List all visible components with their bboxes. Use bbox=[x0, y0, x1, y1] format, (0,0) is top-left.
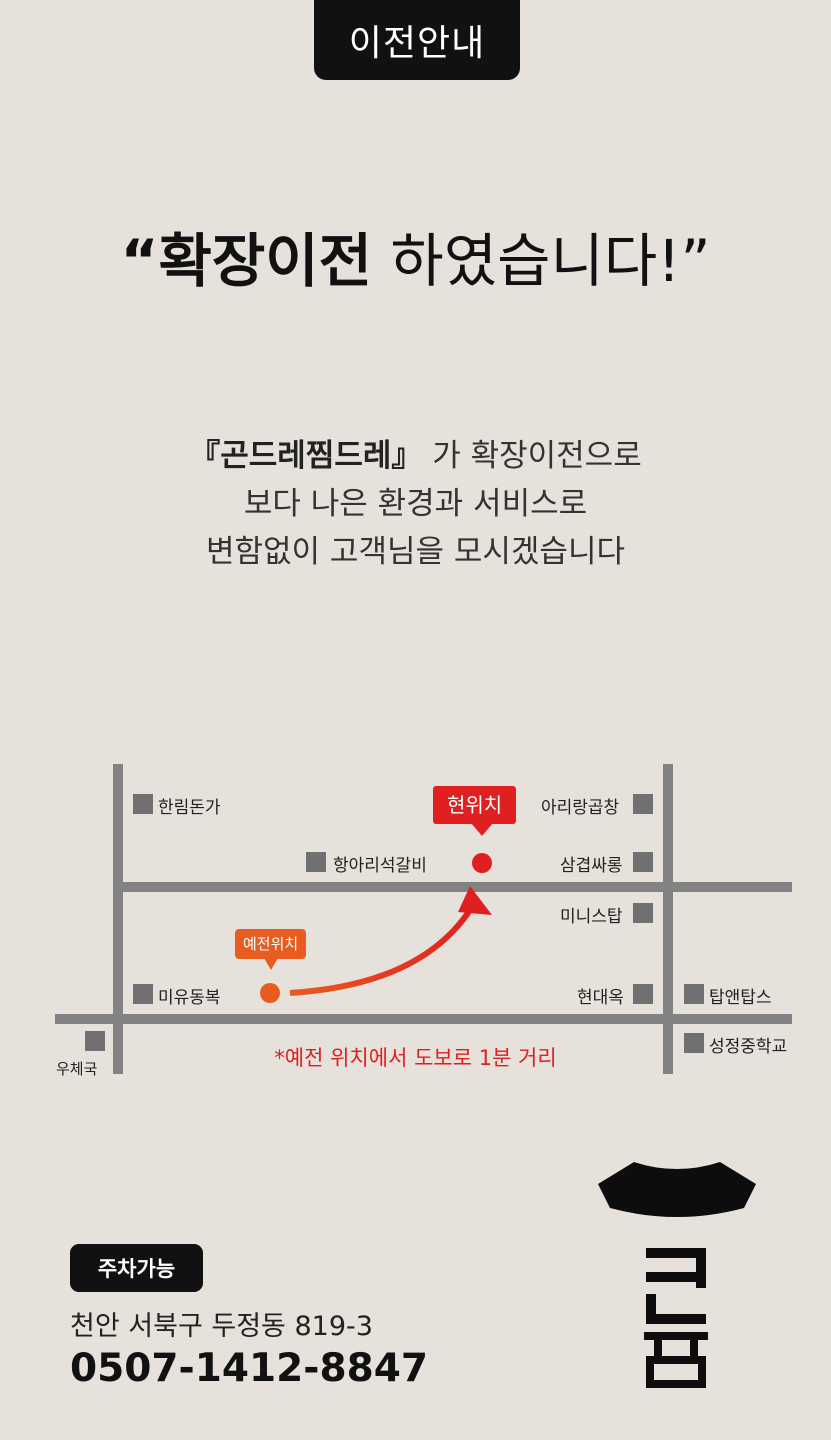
road-horizontal-bottom bbox=[55, 1014, 792, 1024]
logo-stroke-2 bbox=[696, 1248, 706, 1288]
miyu-marker-icon bbox=[133, 984, 153, 1004]
logo-stroke-11 bbox=[698, 1364, 706, 1386]
logo-stroke-4 bbox=[646, 1294, 656, 1324]
landmark-school: 성정중학교 bbox=[709, 1037, 788, 1057]
phone-number[interactable]: 0507-1412-8847 bbox=[70, 1346, 429, 1391]
previous-location-dot bbox=[260, 983, 280, 1003]
landmark-tapaen: 탑앤탑스 bbox=[709, 988, 772, 1008]
intro-text: 『곤드레찜드레』 가 확장이전으로 보다 나은 환경과 서비스로 변함없이 고객… bbox=[0, 432, 831, 576]
logo-stroke-12 bbox=[646, 1380, 706, 1388]
logo-stroke-3 bbox=[646, 1272, 706, 1282]
relocation-notice-badge: 이전안내 bbox=[314, 0, 520, 80]
parking-available-badge: 주차가능 bbox=[70, 1244, 203, 1292]
landmark-arirang: 아리랑곱창 bbox=[541, 798, 620, 818]
walk-distance-note: *예전 위치에서 도보로 1분 거리 bbox=[274, 1046, 557, 1070]
road-vertical-right bbox=[663, 764, 673, 1074]
hanrim-marker-icon bbox=[133, 794, 153, 814]
intro-line-1-rest: 가 확장이전으로 bbox=[422, 438, 642, 474]
arirang-marker-icon bbox=[633, 794, 653, 814]
landmark-post-office: 우체국 bbox=[56, 1060, 98, 1078]
logo-stroke-6 bbox=[644, 1332, 708, 1340]
logo-stroke-5 bbox=[646, 1314, 706, 1324]
landmark-minis: 미니스탑 bbox=[560, 907, 623, 927]
previous-pin-pointer bbox=[264, 958, 278, 970]
brand-name: 『곤드레찜드레』 bbox=[189, 438, 423, 474]
logo-stroke-9 bbox=[646, 1356, 706, 1364]
intro-line-2: 보다 나은 환경과 서비스로 bbox=[243, 486, 588, 522]
landmark-miyu: 미유동복 bbox=[158, 988, 221, 1008]
current-location-pin: 현위치 bbox=[433, 786, 517, 824]
logo-roof-icon bbox=[598, 1162, 756, 1217]
landmark-hangari: 항아리석갈비 bbox=[333, 856, 427, 876]
route-arrow-head bbox=[458, 886, 492, 915]
logo-stroke-8 bbox=[690, 1332, 698, 1358]
school-marker-icon bbox=[684, 1033, 704, 1053]
hangari-marker-icon bbox=[306, 852, 326, 872]
headline-bold: “확장이전 bbox=[120, 227, 372, 295]
previous-location-pin: 예전위치 bbox=[235, 929, 307, 959]
landmark-samgyeop: 삼겹싸롱 bbox=[560, 856, 623, 876]
intro-line-3: 변함없이 고객님을 모시겠습니다 bbox=[206, 534, 625, 570]
post-office-marker-icon bbox=[85, 1031, 105, 1051]
hyundae-marker-icon bbox=[633, 984, 653, 1004]
current-location-dot bbox=[472, 853, 492, 873]
brand-logo: 곤찜 bbox=[598, 1162, 756, 1388]
address: 천안 서북구 두정동 819-3 bbox=[70, 1311, 373, 1342]
intro-line-1: 『곤드레찜드레』 가 확장이전으로 bbox=[0, 432, 831, 480]
tapaen-marker-icon bbox=[684, 984, 704, 1004]
samgyeop-marker-icon bbox=[633, 852, 653, 872]
minis-marker-icon bbox=[633, 903, 653, 923]
route-arrow bbox=[289, 908, 473, 996]
current-pin-pointer bbox=[471, 823, 493, 836]
logo-stroke-1 bbox=[646, 1248, 706, 1258]
headline: “확장이전 하였습니다!” bbox=[0, 214, 831, 298]
road-horizontal-top bbox=[113, 882, 792, 892]
headline-rest: 하였습니다!” bbox=[372, 227, 711, 295]
logo-stroke-10 bbox=[646, 1364, 654, 1386]
road-vertical-left bbox=[113, 764, 123, 1074]
logo-stroke-7 bbox=[654, 1332, 662, 1358]
landmark-hyundae: 현대옥 bbox=[577, 988, 624, 1008]
landmark-hanrim: 한림돈가 bbox=[158, 798, 221, 818]
